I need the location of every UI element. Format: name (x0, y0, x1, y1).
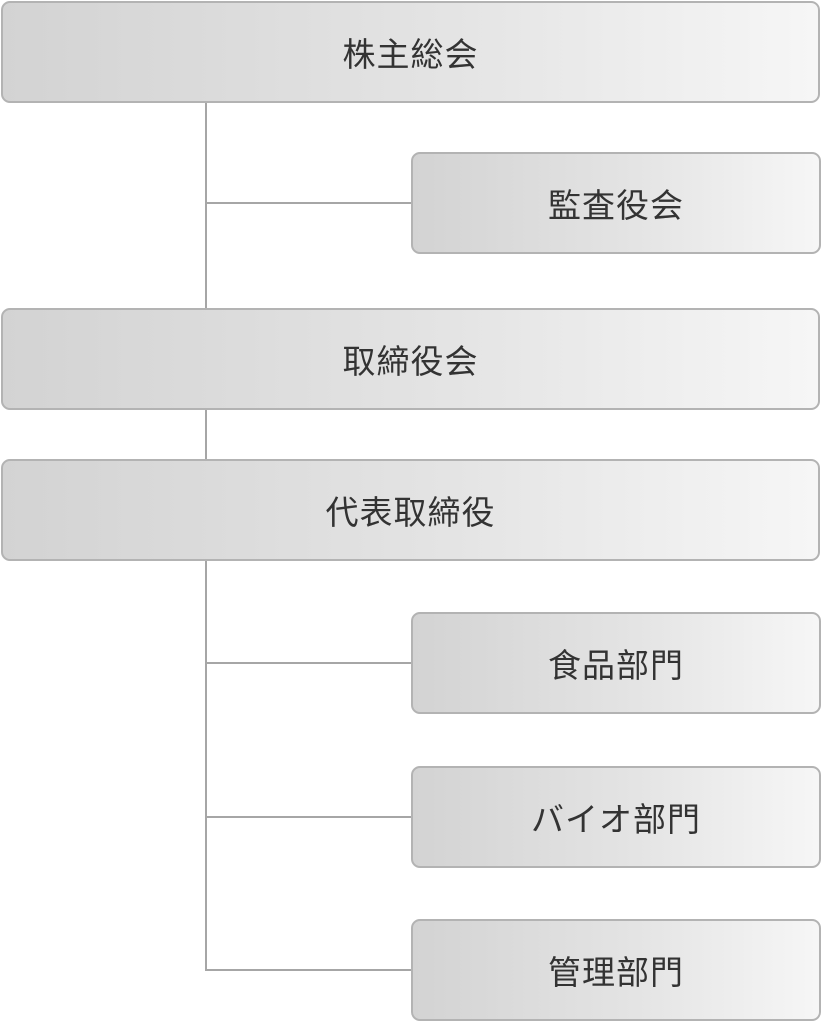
connector-dept-food (205, 662, 412, 664)
audit-board-label: 監査役会 (548, 186, 684, 225)
board-of-directors-label: 取締役会 (342, 342, 479, 381)
connector-dept-admin (205, 969, 412, 971)
department-box-admin: 管理部門 (411, 919, 821, 1021)
connector-trunk-lower (205, 561, 207, 971)
audit-board-box: 監査役会 (411, 152, 821, 254)
connector-trunk-upper (205, 102, 207, 310)
representative-director-label: 代表取締役 (325, 493, 496, 532)
connector-dept-bio (205, 816, 412, 818)
representative-director-box: 代表取締役 (1, 459, 820, 561)
department-box-food: 食品部門 (411, 612, 821, 714)
connector-board-to-president (205, 410, 207, 462)
department-label: バイオ部門 (531, 800, 701, 839)
department-box-bio: バイオ部門 (411, 766, 821, 868)
general-meeting-label: 株主総会 (342, 35, 479, 74)
department-label: 管理部門 (548, 953, 684, 992)
connector-audit-board (205, 202, 412, 204)
board-of-directors-box: 取締役会 (1, 308, 820, 410)
department-label: 食品部門 (548, 646, 684, 685)
general-meeting-box: 株主総会 (1, 1, 820, 103)
